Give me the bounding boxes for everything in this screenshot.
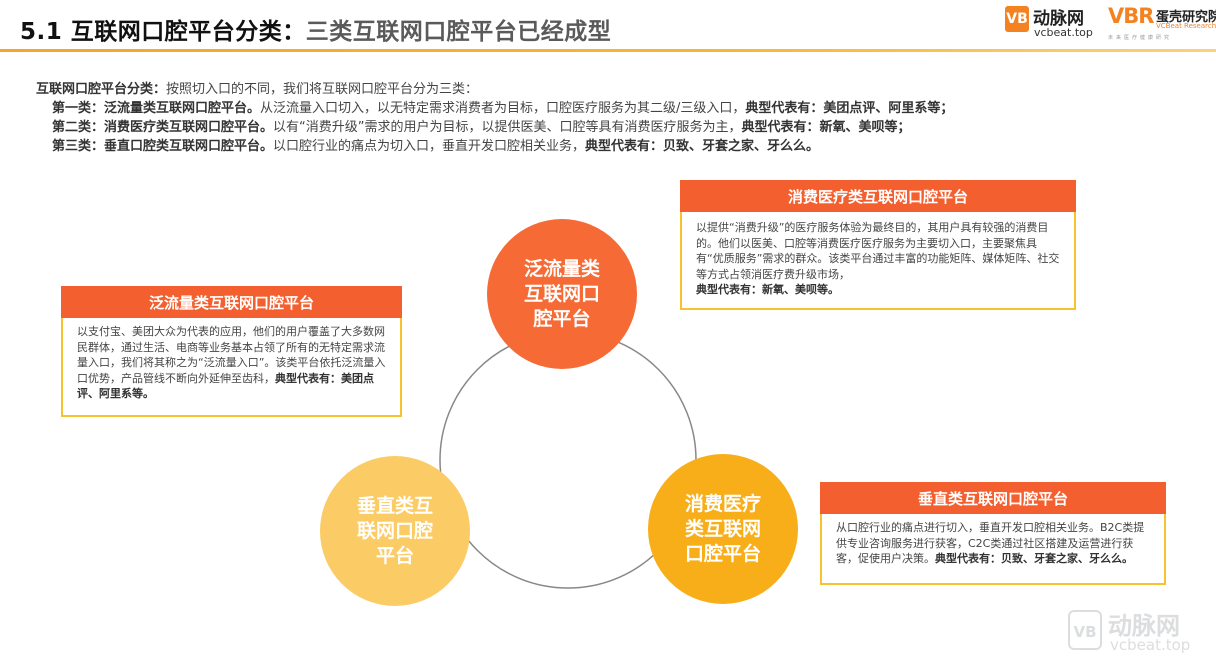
watermark-logo: VB 动脉网 vcbeat.top (1068, 606, 1208, 658)
card-consumer-medical: 消费医疗类互联网口腔平台 以提供“消费升级”的医疗服务体验为最终目的，其用户具有… (680, 180, 1076, 310)
bubble-label: 垂直类互联网口腔平台 (356, 494, 433, 567)
vcbeat-logo: VB 动脉网 vcbeat.top (1005, 4, 1101, 44)
intro-item-text: 从泛流量入口切入，以无特定需求消费者为目标，口腔医疗服务为其二级/三级入口， (260, 101, 746, 116)
intro-item-rep: 典型代表有：新氧、美呗等； (741, 120, 911, 135)
card-vertical: 垂直类互联网口腔平台 从口腔行业的痛点进行切入，垂直开发口腔相关业务。B2C类提… (820, 482, 1166, 585)
intro-lead: 互联网口腔平台分类：按照切入口的不同，我们将互联网口腔平台分为三类： (36, 80, 953, 99)
card-text: 以提供“消费升级”的医疗服务体验为最终目的，其用户具有较强的消费目的。他们以医美… (696, 221, 1060, 281)
page-title-suffix: 三类互联网口腔平台已经成型 (305, 19, 612, 45)
card-title: 泛流量类互联网口腔平台 (61, 286, 402, 318)
vcbeat-logo-url: vcbeat.top (1034, 26, 1093, 39)
watermark-name: 动脉网 (1108, 612, 1180, 640)
card-representatives: 典型代表有：新氧、美呗等。 (696, 283, 839, 296)
intro-item-rep: 典型代表有：贝致、牙套之家、牙么么。 (585, 139, 820, 154)
card-title: 垂直类互联网口腔平台 (820, 482, 1166, 514)
intro-item-label: 第二类：消费医疗类互联网口腔平台。 (52, 120, 274, 135)
intro-text: 互联网口腔平台分类：按照切入口的不同，我们将互联网口腔平台分为三类： 第一类：泛… (36, 80, 953, 156)
header-divider (0, 49, 1216, 52)
card-body: 以支付宝、美团大众为代表的应用，他们的用户覆盖了大多数网民群体，通过生活、电商等… (77, 324, 388, 402)
intro-item-rep: 典型代表有：美团点评、阿里系等； (745, 101, 954, 116)
card-representatives: 典型代表有：美团点评、阿里系等。 (77, 371, 374, 401)
card-general-traffic: 泛流量类互联网口腔平台 以支付宝、美团大众为代表的应用，他们的用户覆盖了大多数网… (61, 286, 402, 417)
bubble-general-traffic: 泛流量类互联网口腔平台 (487, 219, 637, 369)
bubble-consumer-medical: 消费医疗类互联网口腔平台 (648, 454, 798, 604)
vcbeat-logo-name: 动脉网 (1033, 9, 1084, 29)
intro-lead-text: 按照切入口的不同，我们将互联网口腔平台分为三类： (166, 82, 479, 97)
vbr-logo-name: 蛋壳研究院 (1156, 10, 1216, 25)
intro-lead-label: 互联网口腔平台分类： (36, 82, 167, 97)
card-title: 消费医疗类互联网口腔平台 (680, 180, 1076, 212)
watermark-url: vcbeat.top (1110, 636, 1191, 654)
card-representatives: 典型代表有：贝致、牙套之家、牙么么。 (935, 552, 1133, 565)
vbr-logo-mark: VBR (1108, 4, 1154, 28)
vbr-logo: VBR 蛋壳研究院 VCBeat Research 未来医疗健康研究 (1108, 4, 1216, 44)
intro-item-text: 以有“消费升级”需求的用户为目标，以提供医美、口腔等具有消费医疗服务为主， (273, 120, 742, 135)
intro-item-label: 第三类：垂直口腔类互联网口腔平台。 (52, 139, 274, 154)
bubble-label: 消费医疗类互联网口腔平台 (684, 492, 761, 565)
intro-item-2: 第二类：消费医疗类互联网口腔平台。以有“消费升级”需求的用户为目标，以提供医美、… (36, 118, 953, 137)
card-text: 从口腔行业的痛点进行切入，垂直开发口腔相关业务。B2C类提供专业咨询服务进行获客… (836, 521, 1145, 565)
page-title-prefix: 5.1 互联网口腔平台分类： (20, 19, 306, 45)
bubble-vertical: 垂直类互联网口腔平台 (320, 456, 470, 606)
bubble-label: 泛流量类互联网口腔平台 (523, 257, 600, 330)
vbr-logo-tagline: 未来医疗健康研究 (1108, 35, 1173, 41)
watermark-mark: VB (1068, 610, 1102, 650)
vcbeat-logo-mark: VB (1005, 6, 1029, 32)
intro-item-1: 第一类：泛流量类互联网口腔平台。从泛流量入口切入，以无特定需求消费者为目标，口腔… (36, 99, 953, 118)
intro-item-text: 以口腔行业的痛点为切入口，垂直开发口腔相关业务， (273, 139, 586, 154)
intro-item-label: 第一类：泛流量类互联网口腔平台。 (52, 101, 261, 116)
intro-item-3: 第三类：垂直口腔类互联网口腔平台。以口腔行业的痛点为切入口，垂直开发口腔相关业务… (36, 137, 953, 156)
card-text: 以支付宝、美团大众为代表的应用，他们的用户覆盖了大多数网民群体，通过生活、电商等… (77, 325, 386, 385)
vbr-logo-en: VCBeat Research (1156, 22, 1216, 30)
page-title: 5.1 互联网口腔平台分类：三类互联网口腔平台已经成型 (20, 12, 611, 46)
card-body: 以提供“消费升级”的医疗服务体验为最终目的，其用户具有较强的消费目的。他们以医美… (696, 220, 1062, 298)
card-body: 从口腔行业的痛点进行切入，垂直开发口腔相关业务。B2C类提供专业咨询服务进行获客… (836, 520, 1152, 567)
